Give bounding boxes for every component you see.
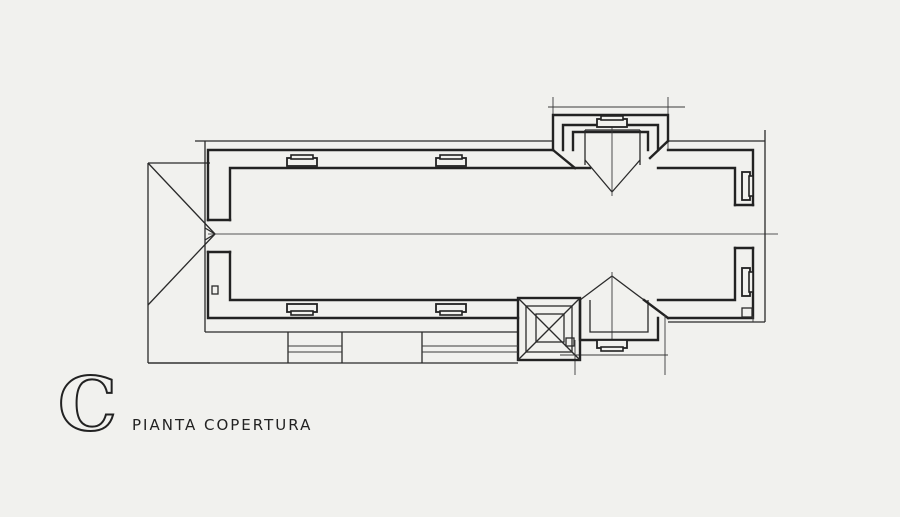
upper-apse-projection [548, 97, 685, 196]
right-end-details [741, 307, 754, 322]
roof-dormers-upper [286, 115, 628, 167]
sheet-letter: C [58, 362, 117, 448]
drawing-caption: PIANTA COPERTURA [132, 416, 312, 434]
roof-dormers-right [741, 171, 754, 297]
square-tower [516, 296, 582, 362]
roof-outline-upper [206, 148, 755, 222]
lower-annex [148, 332, 518, 364]
roof-dormers-lower [286, 303, 628, 352]
outer-eaves-outline [195, 130, 766, 333]
